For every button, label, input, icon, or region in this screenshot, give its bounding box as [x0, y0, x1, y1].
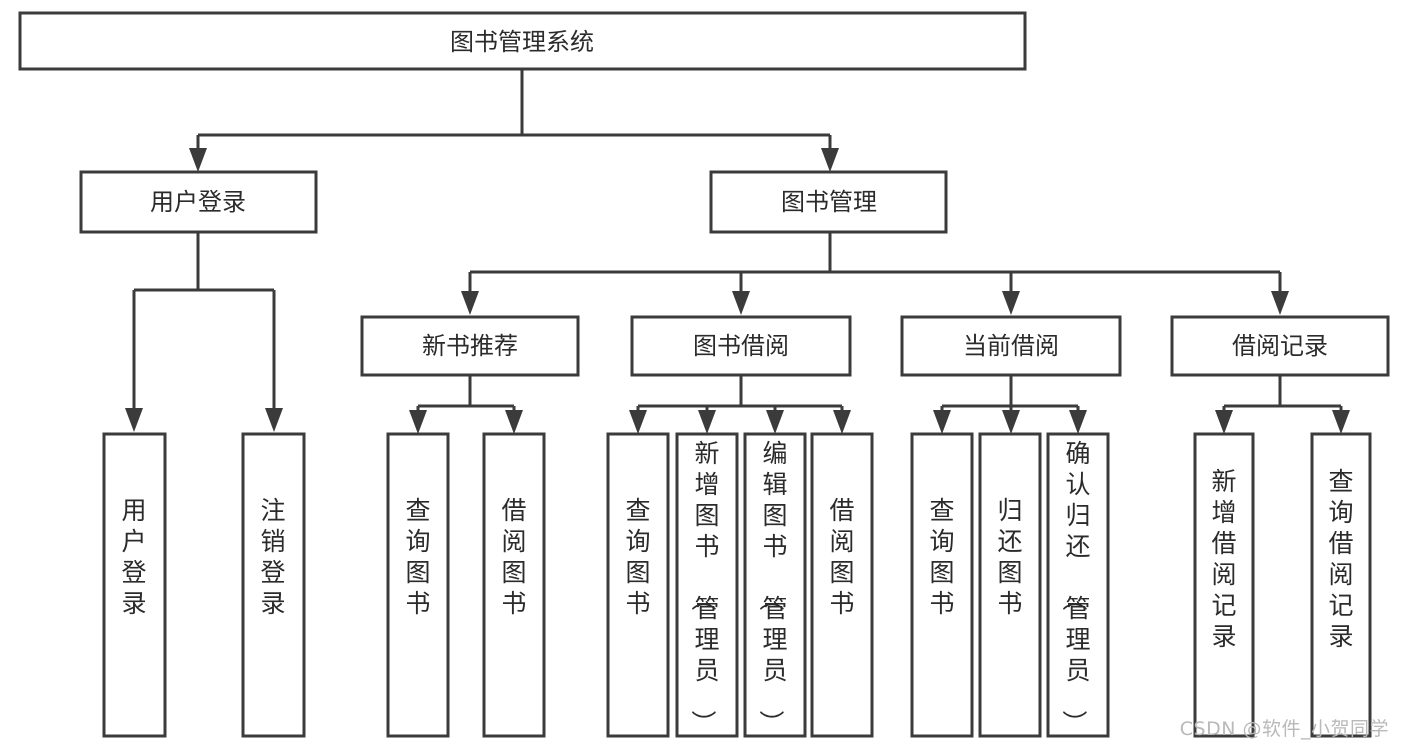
leaf-confirm-return-admin[interactable]: 确认归还（管理员） — [1046, 432, 1110, 738]
node-root-book-management-system[interactable]: 图书管理系统 — [18, 11, 1027, 71]
leaf-query-book-borrow-label: 查询图书 — [625, 496, 650, 618]
edge-bookmgmt-bus — [468, 232, 1282, 292]
leaf-add-borrow-record-label: 新增借阅记录 — [1211, 467, 1236, 651]
leaf-add-book-admin-label: 新增图书（管理员） — [688, 439, 719, 735]
leaf-add-borrow-record[interactable]: 新增借阅记录 — [1193, 432, 1255, 738]
leaf-borrow-book-rec[interactable]: 借阅图书 — [482, 432, 546, 738]
node-book-management[interactable]: 图书管理 — [709, 170, 948, 234]
leaf-add-book-admin-box[interactable] — [675, 432, 739, 738]
edge-currentborrow-bus — [940, 375, 1080, 412]
leaf-query-borrow-record-box[interactable] — [1310, 432, 1372, 738]
arrow-to-borrow-record — [1271, 291, 1289, 315]
arrow-to-user-login — [189, 148, 207, 172]
leaf-logout-box[interactable] — [241, 432, 306, 738]
arrow-to-leaf-add-book — [698, 410, 716, 434]
node-current-borrow-label: 当前借阅 — [963, 332, 1059, 360]
arrow-to-leaf-query-record — [1332, 410, 1350, 434]
leaf-user-login[interactable]: 用户登录 — [102, 432, 167, 738]
leaf-return-book[interactable]: 归还图书 — [978, 432, 1042, 738]
node-book-management-box[interactable] — [709, 170, 948, 234]
leaf-user-login-box[interactable] — [102, 432, 167, 738]
node-book-borrow-box[interactable] — [630, 315, 852, 377]
leaf-borrow-book-borrow-label: 借阅图书 — [829, 496, 854, 618]
arrow-to-leaf-return-book — [1002, 410, 1020, 434]
node-borrow-record-box[interactable] — [1170, 315, 1390, 377]
leaf-add-book-admin[interactable]: 新增图书（管理员） — [675, 432, 739, 738]
leaf-query-book-rec-box[interactable] — [386, 432, 450, 738]
arrow-to-leaf-borrow-book-2 — [833, 410, 851, 434]
connector-layer — [125, 69, 1350, 434]
arrow-to-leaf-logout — [265, 408, 283, 432]
leaf-edit-book-admin-label: 编辑图书（管理员） — [756, 439, 787, 735]
leaf-query-book-current-box[interactable] — [910, 432, 974, 738]
node-book-borrow[interactable]: 图书借阅 — [630, 315, 852, 377]
arrow-to-leaf-edit-book — [766, 410, 784, 434]
arrow-to-leaf-confirm-return — [1069, 410, 1087, 434]
arrow-to-leaf-add-record — [1215, 410, 1233, 434]
node-book-management-label: 图书管理 — [781, 188, 877, 216]
arrow-to-leaf-user-login — [125, 408, 143, 432]
leaf-borrow-book-rec-label: 借阅图书 — [501, 496, 526, 618]
arrow-to-leaf-borrow-book-1 — [505, 410, 523, 434]
node-new-book-recommendation-label: 新书推荐 — [422, 332, 518, 360]
leaf-query-book-current[interactable]: 查询图书 — [910, 432, 974, 738]
node-borrow-record-label: 借阅记录 — [1232, 332, 1328, 360]
csdn-watermark: CSDN @软件_小贺同学 — [1179, 718, 1389, 740]
leaf-query-book-borrow[interactable]: 查询图书 — [606, 432, 670, 738]
leaf-query-borrow-record-label: 查询借阅记录 — [1328, 467, 1353, 651]
leaf-return-book-box[interactable] — [978, 432, 1042, 738]
leaf-add-borrow-record-box[interactable] — [1193, 432, 1255, 738]
leaf-return-book-label: 归还图书 — [997, 496, 1022, 618]
arrow-to-book-borrow — [732, 291, 750, 315]
arrow-to-leaf-query-book-1 — [409, 410, 427, 434]
node-borrow-record[interactable]: 借阅记录 — [1170, 315, 1390, 377]
leaf-query-book-current-label: 查询图书 — [929, 496, 954, 618]
arrow-to-book-mgmt — [821, 148, 839, 172]
node-new-book-recommendation[interactable]: 新书推荐 — [360, 315, 580, 377]
leaf-borrow-book-borrow[interactable]: 借阅图书 — [810, 432, 874, 738]
leaf-logout-label: 注销登录 — [260, 496, 285, 618]
arrow-to-leaf-query-book-2 — [629, 410, 647, 434]
arrow-to-current-borrow — [1002, 291, 1020, 315]
node-user-login[interactable]: 用户登录 — [79, 170, 318, 234]
leaf-borrow-book-rec-box[interactable] — [482, 432, 546, 738]
node-user-login-box[interactable] — [79, 170, 318, 234]
edge-newbookrec-bus — [416, 375, 516, 412]
leaf-edit-book-admin-box[interactable] — [743, 432, 807, 738]
arrow-to-new-book-rec — [461, 291, 479, 315]
leaf-confirm-return-admin-box[interactable] — [1046, 432, 1110, 738]
node-root-box[interactable] — [18, 11, 1027, 71]
leaf-query-book-rec[interactable]: 查询图书 — [386, 432, 450, 738]
edge-borrowrecord-bus — [1222, 375, 1343, 412]
node-root-label: 图书管理系统 — [450, 28, 594, 56]
leaf-confirm-return-admin-label: 确认归还（管理员） — [1059, 439, 1090, 735]
edge-userlogin-bus — [132, 232, 276, 408]
node-new-book-recommendation-box[interactable] — [360, 315, 580, 377]
leaf-query-book-borrow-box[interactable] — [606, 432, 670, 738]
leaf-user-login-label: 用户登录 — [121, 496, 146, 618]
node-book-borrow-label: 图书借阅 — [693, 332, 789, 360]
node-user-login-label: 用户登录 — [150, 188, 246, 216]
edge-bookborrow-bus — [636, 375, 844, 412]
edge-root-bus — [196, 69, 832, 152]
leaf-query-borrow-record[interactable]: 查询借阅记录 — [1310, 432, 1372, 738]
leaf-edit-book-admin[interactable]: 编辑图书（管理员） — [743, 432, 807, 738]
leaf-logout[interactable]: 注销登录 — [241, 432, 306, 738]
node-current-borrow[interactable]: 当前借阅 — [900, 315, 1122, 377]
leaf-query-book-rec-label: 查询图书 — [405, 496, 430, 618]
arrow-to-leaf-query-book-3 — [933, 410, 951, 434]
node-current-borrow-box[interactable] — [900, 315, 1122, 377]
leaf-borrow-book-borrow-box[interactable] — [810, 432, 874, 738]
